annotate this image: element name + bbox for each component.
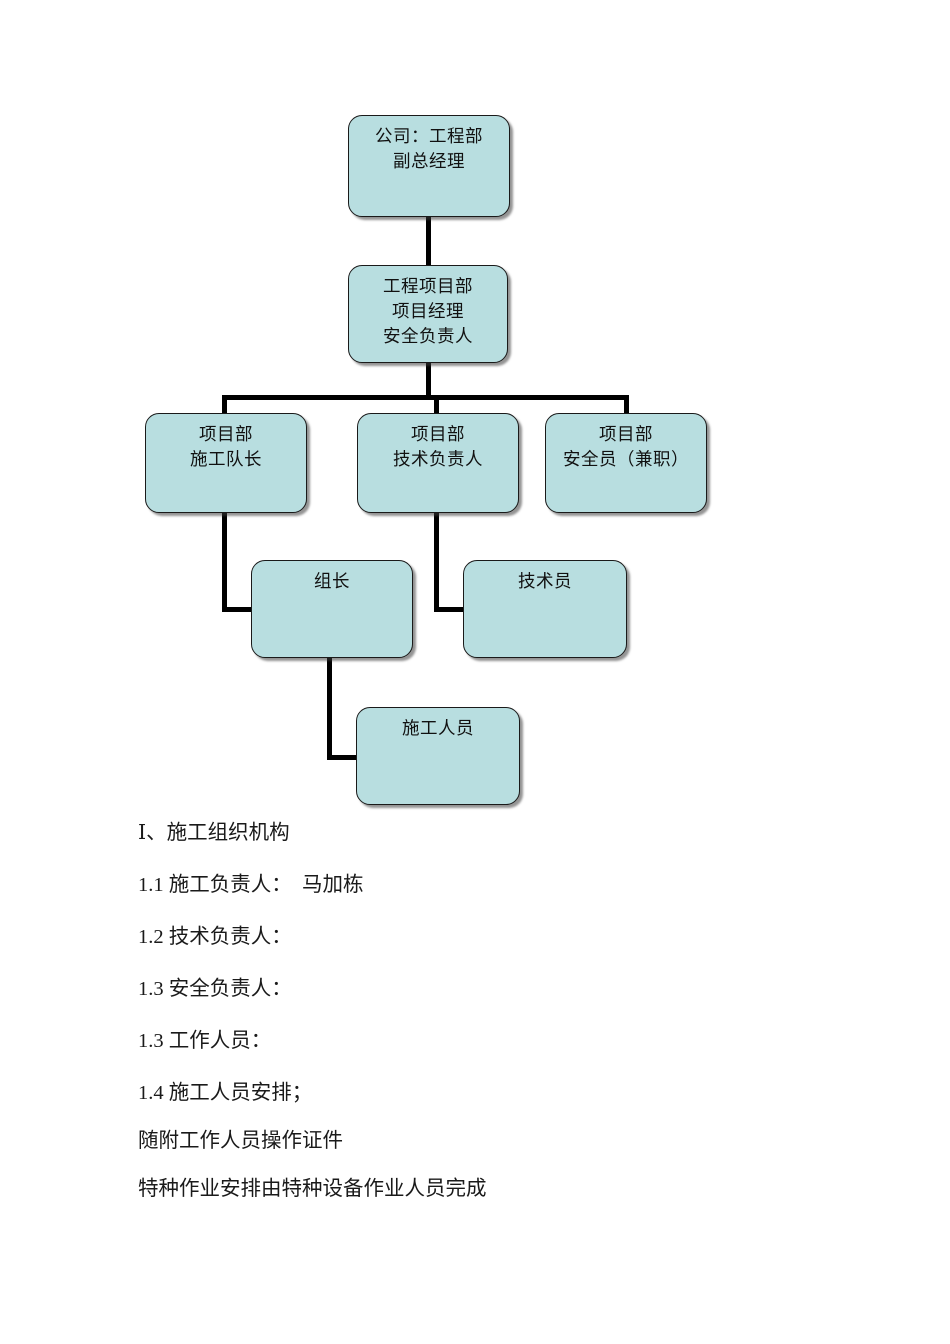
org-node-technician-line-1: 技术员 xyxy=(518,571,572,591)
org-node-vp-line-1: 公司：工程部 xyxy=(375,126,483,146)
org-node-team-leader[interactable]: 项目部 施工队长 xyxy=(145,413,307,513)
connector-group-leader-to-workers xyxy=(327,755,360,760)
paragraph-special-operations: 特种作业安排由特种设备作业人员完成 xyxy=(138,1178,487,1200)
org-node-safety-officer-line-2: 安全员（兼职） xyxy=(563,449,689,469)
connector-row3-bus xyxy=(222,395,629,400)
paragraph-heading: Ⅰ、施工组织机构 xyxy=(138,822,290,844)
connector-team-leader-to-group-leader xyxy=(222,607,254,612)
connector-group-leader-stem xyxy=(327,656,332,760)
org-node-project-dept[interactable]: 工程项目部 项目经理 安全负责人 xyxy=(348,265,508,363)
paragraph-1-3-safety: 1.3 安全负责人： xyxy=(138,978,292,1000)
connector-team-leader-stem xyxy=(222,511,227,612)
paragraph-1-1: 1.1 施工负责人： 马加栋 xyxy=(138,874,364,896)
org-node-group-leader[interactable]: 组长 xyxy=(251,560,413,658)
org-node-project-dept-line-1: 工程项目部 xyxy=(383,276,473,296)
org-node-group-leader-line-1: 组长 xyxy=(314,571,350,591)
connector-project-dept-stem xyxy=(426,362,431,400)
org-node-technician[interactable]: 技术员 xyxy=(463,560,627,658)
connector-bus-to-team-leader xyxy=(222,395,227,415)
org-node-team-leader-line-1: 项目部 xyxy=(199,424,253,444)
connector-tech-lead-to-technician xyxy=(434,607,466,612)
org-node-vp[interactable]: 公司：工程部 副总经理 xyxy=(348,115,510,217)
org-node-workers[interactable]: 施工人员 xyxy=(356,707,520,805)
connector-vp-to-project-dept xyxy=(426,216,431,266)
org-node-tech-lead-line-1: 项目部 xyxy=(411,424,465,444)
connector-bus-to-safety-officer xyxy=(624,395,629,415)
paragraph-1-4: 1.4 施工人员安排； xyxy=(138,1082,313,1104)
paragraph-1-2: 1.2 技术负责人： xyxy=(138,926,292,948)
org-node-tech-lead[interactable]: 项目部 技术负责人 xyxy=(357,413,519,513)
org-chart: 公司：工程部 副总经理 工程项目部 项目经理 安全负责人 项目部 施工队长 项目… xyxy=(145,115,707,805)
org-node-project-dept-line-3: 安全负责人 xyxy=(383,326,473,346)
org-node-tech-lead-line-2: 技术负责人 xyxy=(393,449,483,469)
org-node-safety-officer-line-1: 项目部 xyxy=(599,424,653,444)
connector-tech-lead-stem xyxy=(434,511,439,612)
paragraph-1-3-staff: 1.3 工作人员： xyxy=(138,1030,272,1052)
org-node-safety-officer[interactable]: 项目部 安全员（兼职） xyxy=(545,413,707,513)
org-node-vp-line-2: 副总经理 xyxy=(393,151,465,171)
org-node-project-dept-line-2: 项目经理 xyxy=(392,301,464,321)
org-node-team-leader-line-2: 施工队长 xyxy=(190,449,262,469)
paragraph-attached-certificates: 随附工作人员操作证件 xyxy=(138,1130,343,1152)
org-node-workers-line-1: 施工人员 xyxy=(402,718,474,738)
connector-bus-to-tech-lead xyxy=(434,395,439,415)
